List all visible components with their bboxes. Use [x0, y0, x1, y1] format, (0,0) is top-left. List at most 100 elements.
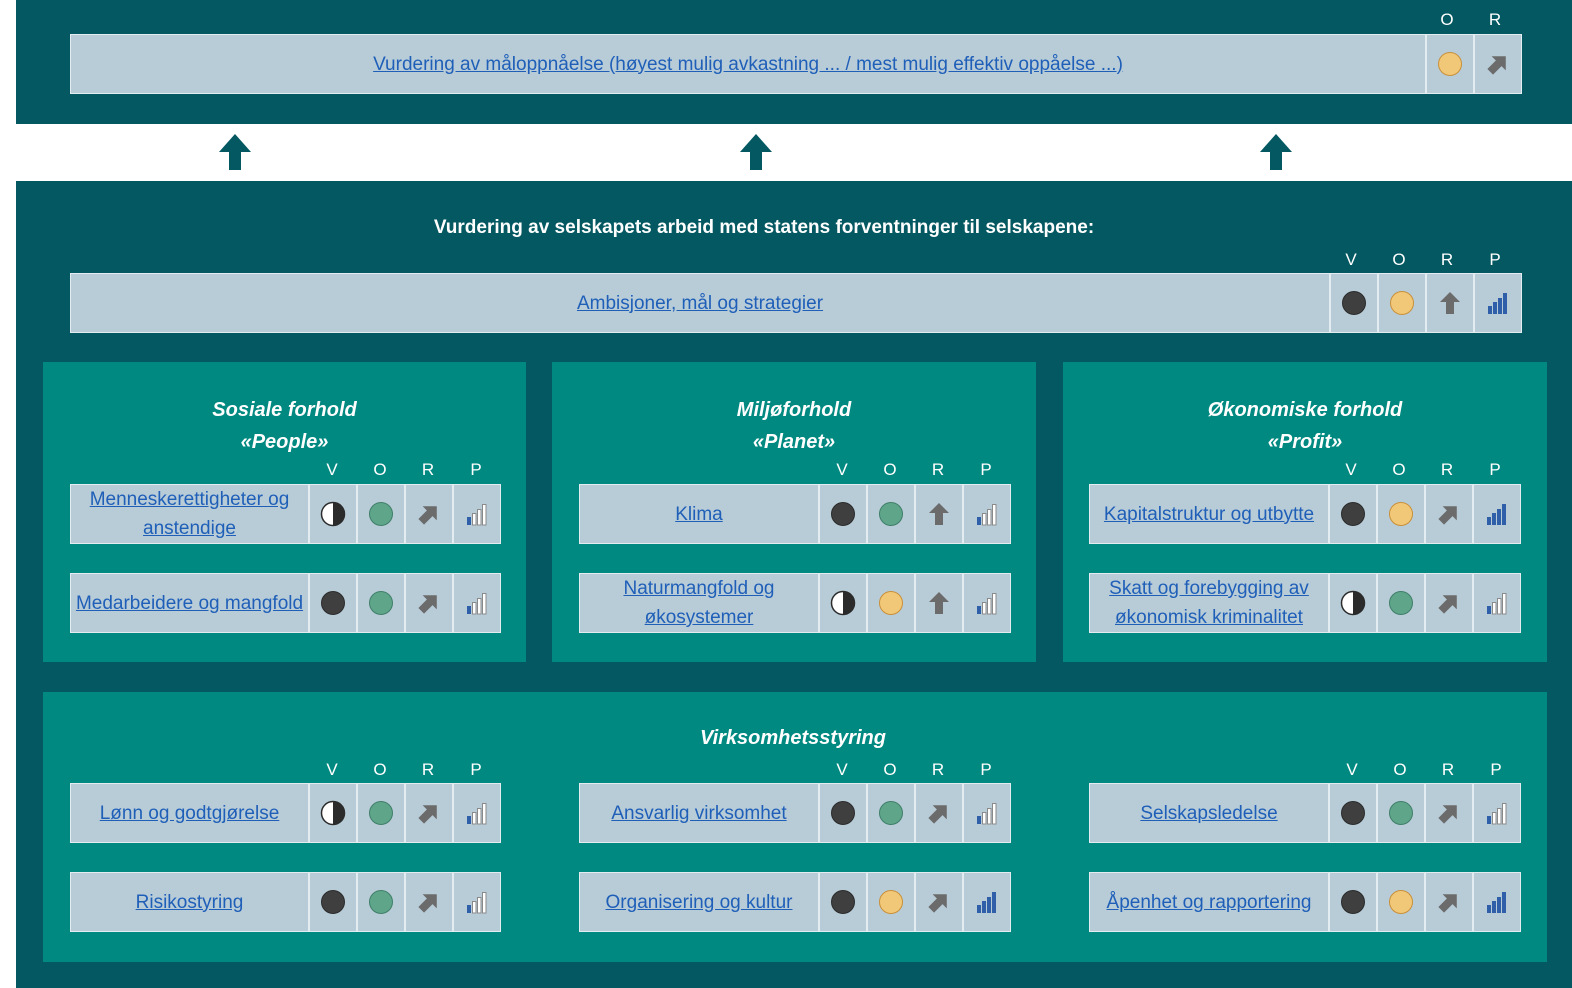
status-O [867, 783, 915, 843]
economic-panel: Økonomiske forhold «Profit» V O R P Kapi… [1063, 362, 1547, 662]
topic-label-cell: Åpenhet og rapportering [1089, 872, 1329, 932]
topic-link[interactable]: Åpenhet og rapportering [1106, 891, 1312, 913]
topic-link[interactable]: Menneskerettigheter og anstendige [89, 489, 290, 539]
status-V [309, 484, 357, 544]
arrow-diagonal-icon [1436, 501, 1462, 527]
header-O: O [1393, 760, 1407, 779]
header-O: O [1440, 10, 1454, 29]
topic-link[interactable]: Naturmangfold og økosystemer [623, 578, 775, 628]
header-R: R [421, 460, 435, 479]
arrow-diagonal-icon [1436, 800, 1462, 826]
header-V: V [1346, 760, 1358, 779]
status-P [1473, 783, 1521, 843]
status-O [1378, 273, 1426, 333]
green-circle-icon [368, 590, 394, 616]
dark-circle-icon [830, 889, 856, 915]
status-R [1426, 273, 1474, 333]
status-V [1330, 273, 1378, 333]
header-O: O [883, 760, 897, 779]
panel-title-line: Miljøforhold [736, 399, 852, 421]
topic-row: Medarbeidere og mangfold [70, 573, 501, 633]
header-P: P [980, 760, 992, 779]
yellow-circle-icon [1389, 290, 1415, 316]
ambition-link[interactable]: Ambisjoner, mål og strategier [576, 292, 824, 314]
status-P [453, 573, 501, 633]
status-P [963, 573, 1011, 633]
status-O [1426, 34, 1474, 94]
status-V [309, 573, 357, 633]
status-V [1329, 783, 1377, 843]
arrow-diagonal-icon [1436, 889, 1462, 915]
header-R: R [1440, 460, 1454, 479]
header-P: P [470, 760, 482, 779]
header-O: O [373, 460, 387, 479]
status-V [309, 783, 357, 843]
yellow-circle-icon [1388, 889, 1414, 915]
topic-link[interactable]: Kapitalstruktur og utbytte [1103, 503, 1315, 525]
bar-chart-outline-icon [466, 801, 488, 825]
panel-title: Miljøforhold «Planet» [552, 394, 1036, 458]
topic-label-cell: Medarbeidere og mangfold [70, 573, 309, 633]
status-R [1425, 573, 1473, 633]
status-O [867, 872, 915, 932]
panel-title-line: Sosiale forhold [212, 399, 357, 421]
header-V: V [836, 460, 848, 479]
topic-row: Menneskerettigheter og anstendige [70, 484, 501, 544]
status-R [405, 484, 453, 544]
green-circle-icon [1388, 590, 1414, 616]
topic-label-cell: Selskapsledelse [1089, 783, 1329, 843]
topic-label-cell: Klima [579, 484, 819, 544]
status-R [1425, 484, 1473, 544]
status-P [963, 484, 1011, 544]
header-R: R [1488, 10, 1502, 29]
green-circle-icon [1388, 800, 1414, 826]
header-R: R [931, 460, 945, 479]
top-row-link[interactable]: Vurdering av måloppnåelse (høyest mulig … [373, 53, 1123, 75]
up-arrow-icon [219, 134, 251, 170]
header-R: R [421, 760, 435, 779]
status-P [963, 783, 1011, 843]
header-R: R [1441, 760, 1455, 779]
topic-row: Naturmangfold og økosystemer [579, 573, 1011, 633]
topic-label-cell: Organisering og kultur [579, 872, 819, 932]
topic-label-cell: Ansvarlig virksomhet [579, 783, 819, 843]
header-V: V [1345, 460, 1357, 479]
dark-circle-icon [1340, 501, 1366, 527]
header-O: O [883, 460, 897, 479]
status-R [1425, 783, 1473, 843]
topic-link[interactable]: Medarbeidere og mangfold [75, 592, 304, 614]
status-V [819, 783, 867, 843]
topic-link[interactable]: Skatt og forebygging av økonomisk krimin… [1109, 578, 1309, 628]
status-V [1329, 484, 1377, 544]
panel-title: Økonomiske forhold «Profit» [1063, 394, 1547, 458]
topic-link[interactable]: Selskapsledelse [1140, 802, 1278, 824]
status-P [1473, 484, 1521, 544]
status-O [357, 484, 405, 544]
status-O [1377, 484, 1425, 544]
yellow-circle-icon [1437, 51, 1463, 77]
environment-panel: Miljøforhold «Planet» V O R P Klima Natu… [552, 362, 1036, 662]
status-V [819, 872, 867, 932]
status-P [1473, 872, 1521, 932]
topic-link[interactable]: Risikostyring [135, 891, 244, 913]
topic-link[interactable]: Organisering og kultur [605, 891, 793, 913]
topic-link[interactable]: Lønn og godtgjørelse [99, 802, 280, 824]
status-R [915, 783, 963, 843]
bar-chart-outline-icon [466, 890, 488, 914]
bar-chart-outline-icon [466, 502, 488, 526]
topic-row: Ansvarlig virksomhet [579, 783, 1011, 843]
arrow-diagonal-icon [416, 501, 442, 527]
panel-title: Sosiale forhold «People» [43, 394, 526, 458]
header-V: V [1345, 250, 1357, 269]
topic-row: Skatt og forebygging av økonomisk krimin… [1089, 573, 1521, 633]
panel-title-line: Økonomiske forhold [1207, 399, 1403, 421]
status-O [867, 484, 915, 544]
arrow-diagonal-icon [416, 590, 442, 616]
topic-link[interactable]: Ansvarlig virksomhet [611, 802, 787, 824]
arrow-up-icon [927, 590, 951, 616]
bar-chart-outline-icon [976, 801, 998, 825]
topic-link[interactable]: Klima [675, 503, 723, 525]
status-R [915, 872, 963, 932]
panel-subtitle-line: «Planet» [752, 431, 836, 453]
header-V: V [836, 760, 848, 779]
